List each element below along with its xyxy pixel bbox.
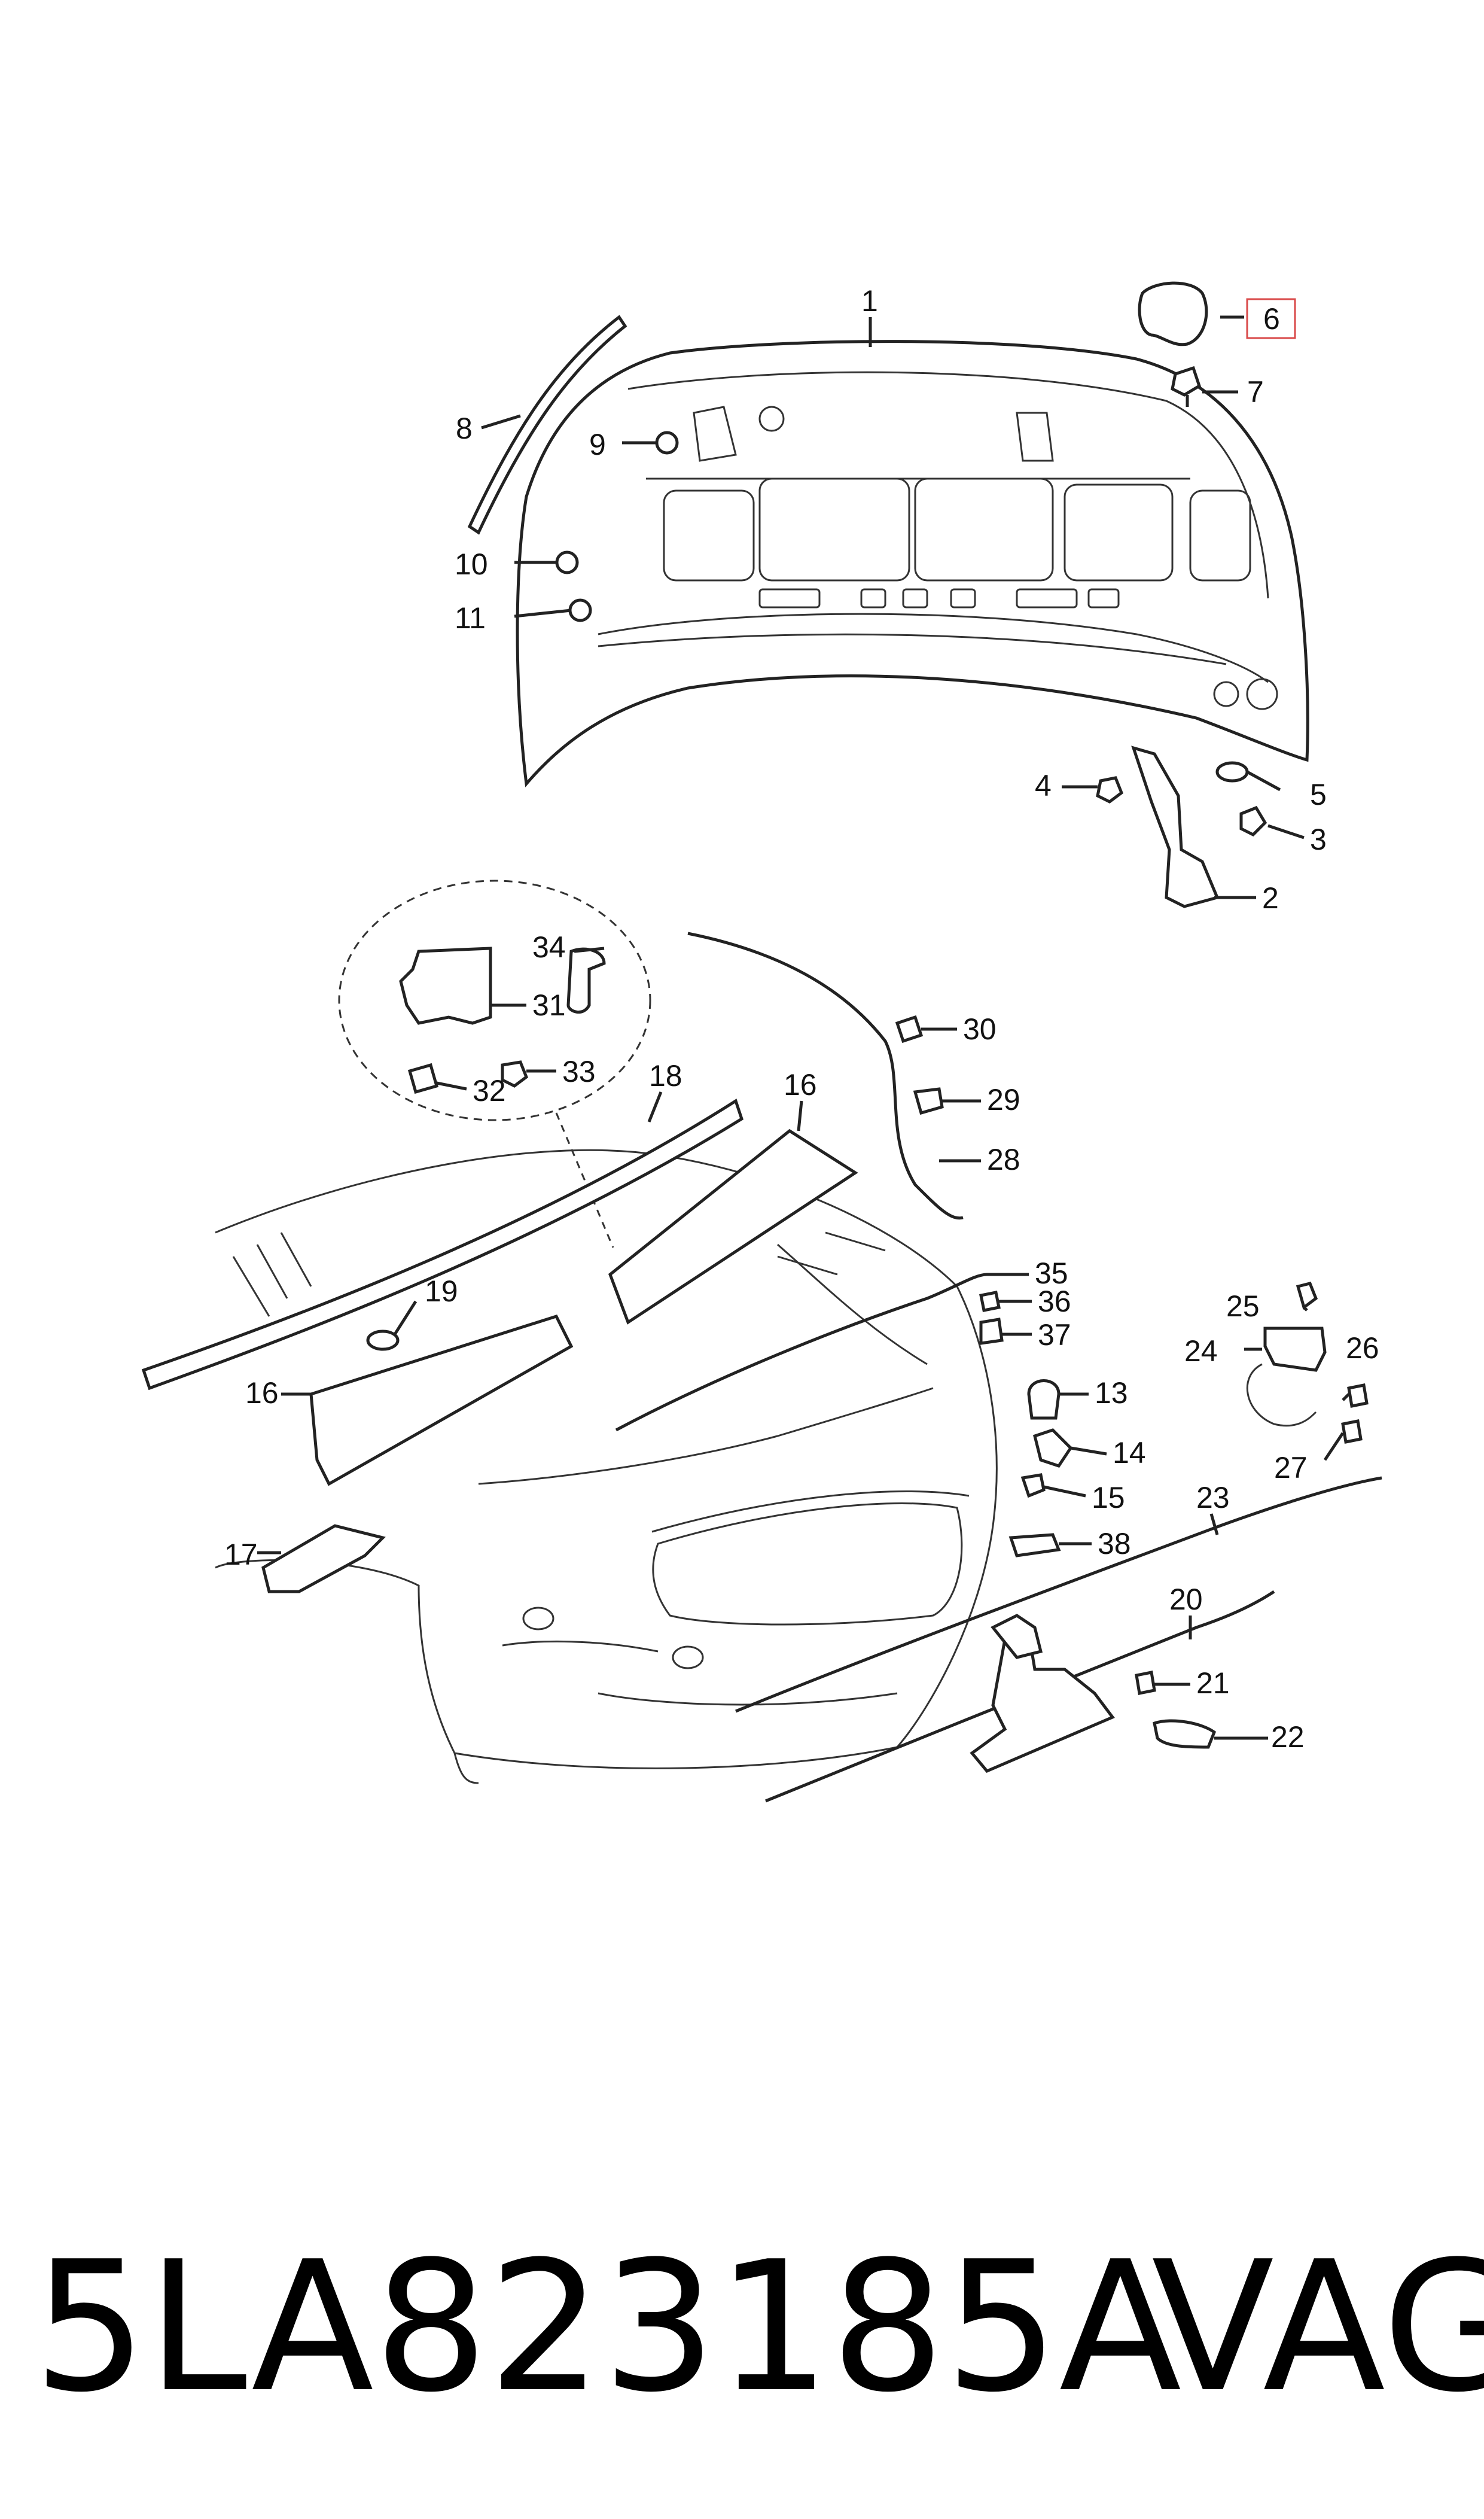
callout-26: 26 [1346, 1331, 1379, 1365]
switch-part-24 [1263, 1327, 1327, 1372]
callout-5: 5 [1310, 778, 1327, 811]
grommet-part-10 [555, 550, 579, 574]
callout-30: 30 [963, 1012, 997, 1046]
handle-part-22 [1153, 1719, 1217, 1749]
callout-15: 15 [1092, 1481, 1125, 1514]
seal-strip-part-8 [467, 315, 627, 535]
screw-part-21 [1135, 1671, 1156, 1695]
callout-34: 34 [532, 930, 566, 964]
parts-diagram: 1 2 3 4 5 6 7 8 9 10 11 13 14 15 16 16 1… [141, 281, 1382, 1803]
callout-4: 4 [1035, 769, 1052, 802]
detail-inset [338, 880, 651, 1121]
callout-37: 37 [1038, 1318, 1071, 1352]
cable-part-23 [735, 1476, 1382, 1713]
callout-33: 33 [562, 1055, 596, 1088]
callout-29: 29 [987, 1083, 1020, 1116]
callout-24: 24 [1184, 1334, 1218, 1368]
callout-17: 17 [224, 1538, 258, 1571]
release-cable-part-28 [687, 932, 964, 1220]
pad-part-38 [1008, 1533, 1061, 1557]
bracket-part-6 [1138, 281, 1208, 346]
cowl-panel-part-16-left [309, 1314, 574, 1486]
callout-10: 10 [455, 547, 488, 581]
callout-28: 28 [987, 1143, 1020, 1176]
leader-lines [257, 315, 1350, 1740]
callout-25: 25 [1226, 1289, 1260, 1323]
leader-dashed [555, 1112, 614, 1248]
cable-part-20 [765, 1590, 1275, 1803]
clip-part-30 [895, 1015, 924, 1044]
seal-strip-part-18 [141, 1099, 743, 1391]
bracket-part-31 [399, 947, 492, 1025]
brand-name: VAG [1151, 2223, 1484, 2432]
hinge-part-2 [1131, 746, 1220, 908]
callout-6: 6 [1263, 302, 1280, 336]
callout-27: 27 [1274, 1451, 1308, 1484]
callout-14: 14 [1113, 1436, 1146, 1470]
screw-part-33 [501, 1060, 529, 1088]
callout-9: 9 [589, 428, 606, 461]
callout-labels: 1 2 3 4 5 6 7 8 9 10 11 13 14 15 16 16 1… [224, 284, 1379, 1754]
callout-11: 11 [455, 601, 486, 635]
lock-assembly [970, 1631, 1115, 1773]
callout-23: 23 [1196, 1481, 1230, 1514]
bracket-part-14 [1033, 1428, 1073, 1468]
callout-21: 21 [1196, 1666, 1230, 1700]
callout-7: 7 [1247, 375, 1264, 409]
buffer-part-34 [566, 947, 606, 1014]
callout-35: 35 [1035, 1257, 1068, 1290]
callout-19: 19 [425, 1274, 458, 1308]
part-caption: 5LA823185A VAG [33, 2214, 1484, 2441]
callout-38: 38 [1098, 1527, 1131, 1560]
release-latch [991, 1614, 1043, 1659]
screw-part-7 [1171, 366, 1202, 407]
cable-part-35 [615, 1273, 988, 1432]
clip-part-27 [1341, 1419, 1363, 1444]
callout-1: 1 [861, 284, 878, 318]
bolt-part-3 [1239, 805, 1267, 837]
nut-part-4 [1096, 776, 1124, 804]
cowl-panel-part-16-right [608, 1128, 858, 1325]
clip-part-26 [1347, 1383, 1369, 1408]
trim-part-17 [261, 1524, 386, 1593]
clip-part-19 [366, 1330, 400, 1351]
switch-wire [1246, 1363, 1317, 1427]
callout-16-right: 16 [784, 1068, 817, 1102]
callout-36: 36 [1038, 1285, 1071, 1318]
callout-20: 20 [1169, 1583, 1203, 1616]
cap-part-5 [1215, 761, 1249, 783]
grommet-part-11 [568, 598, 592, 622]
hood-panel [516, 340, 1309, 787]
car-front-body [215, 1149, 998, 1784]
callout-2: 2 [1262, 881, 1279, 915]
callout-18: 18 [649, 1059, 682, 1093]
clip-part-37 [979, 1318, 1004, 1345]
callout-16-left: 16 [245, 1376, 279, 1410]
clip-part-29 [913, 1087, 944, 1115]
callout-3: 3 [1310, 823, 1327, 856]
callout-8: 8 [456, 412, 473, 445]
nut-part-36 [979, 1291, 1001, 1312]
callout-22: 22 [1271, 1720, 1305, 1754]
callout-13: 13 [1095, 1376, 1128, 1410]
screw-part-25 [1296, 1282, 1318, 1310]
grommet-part-9 [655, 431, 679, 455]
callout-32: 32 [473, 1074, 506, 1108]
clip-part-32 [407, 1063, 439, 1094]
callout-highlight-box [1246, 298, 1296, 339]
cap-part-13 [1027, 1379, 1061, 1420]
part-number: 5LA823185A [33, 2223, 1182, 2432]
callout-31: 31 [532, 988, 566, 1022]
screw-part-15 [1020, 1473, 1046, 1498]
